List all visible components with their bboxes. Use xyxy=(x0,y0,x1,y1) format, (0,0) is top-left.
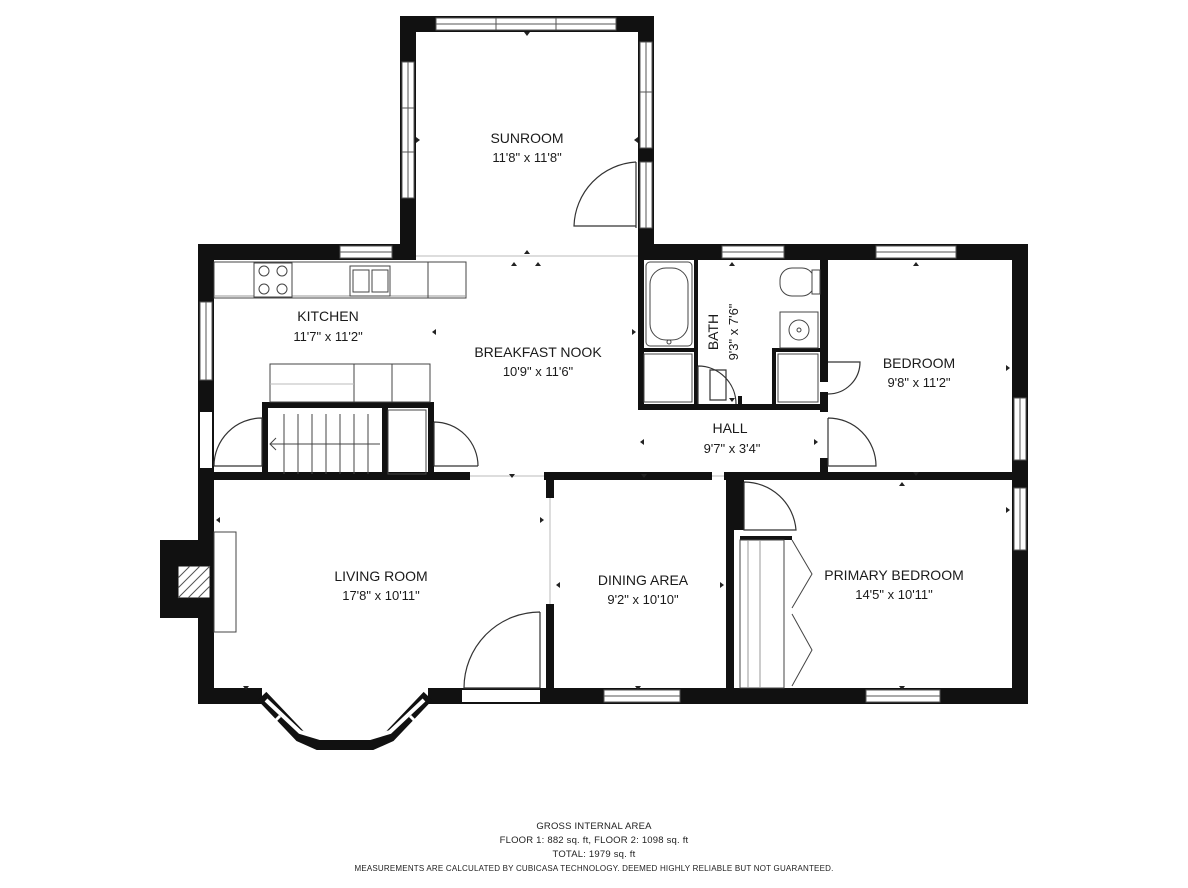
kitchen-fixtures xyxy=(213,261,467,403)
bay-window xyxy=(257,691,433,750)
living-room-dims: 17'8" x 10'11" xyxy=(342,588,420,603)
hall-dims: 9'7" x 3'4" xyxy=(704,441,761,456)
bath-name: BATH xyxy=(705,314,721,350)
bath-dims: 9'3" x 7'6" xyxy=(726,303,741,360)
interior-walls xyxy=(198,256,1028,696)
doors xyxy=(213,161,877,689)
primary-bedroom-dims: 14'5" x 10'11" xyxy=(855,587,933,602)
openings-lines xyxy=(470,475,724,604)
bedroom-name: BEDROOM xyxy=(883,355,955,371)
area-total: TOTAL: 1979 sq. ft xyxy=(552,849,636,860)
breakfast-nook-name: BREAKFAST NOOK xyxy=(474,344,602,360)
floor-plan: SUNROOM 11'8" x 11'8" KITCHEN 11'7" x 11… xyxy=(160,16,1028,750)
dining-area-dims: 9'2" x 10'10" xyxy=(607,592,679,607)
area-disclaimer: MEASUREMENTS ARE CALCULATED BY CUBICASA … xyxy=(354,864,834,873)
closet xyxy=(739,539,813,689)
kitchen-dims: 11'7" x 11'2" xyxy=(293,329,363,344)
breakfast-nook-dims: 10'9" x 11'6" xyxy=(503,364,574,379)
staircase xyxy=(269,409,427,475)
area-summary: GROSS INTERNAL AREA FLOOR 1: 882 sq. ft,… xyxy=(0,820,1188,876)
dining-area-name: DINING AREA xyxy=(598,572,689,588)
bedroom-dims: 9'8" x 11'2" xyxy=(887,375,950,390)
sunroom-dims: 11'8" x 11'8" xyxy=(492,150,562,165)
area-floors: FLOOR 1: 882 sq. ft, FLOOR 2: 1098 sq. f… xyxy=(499,835,689,846)
hall-name: HALL xyxy=(712,420,747,436)
window-frames xyxy=(199,17,1027,703)
primary-bedroom-name: PRIMARY BEDROOM xyxy=(824,567,964,583)
measurement-ticks xyxy=(216,32,1010,690)
bath-fixtures xyxy=(643,261,821,403)
fireplace xyxy=(177,531,237,633)
room-labels: SUNROOM 11'8" x 11'8" KITCHEN 11'7" x 11… xyxy=(293,130,963,607)
sunroom-name: SUNROOM xyxy=(490,130,563,146)
living-room-name: LIVING ROOM xyxy=(334,568,427,584)
area-heading: GROSS INTERNAL AREA xyxy=(536,821,652,832)
kitchen-name: KITCHEN xyxy=(297,308,358,324)
